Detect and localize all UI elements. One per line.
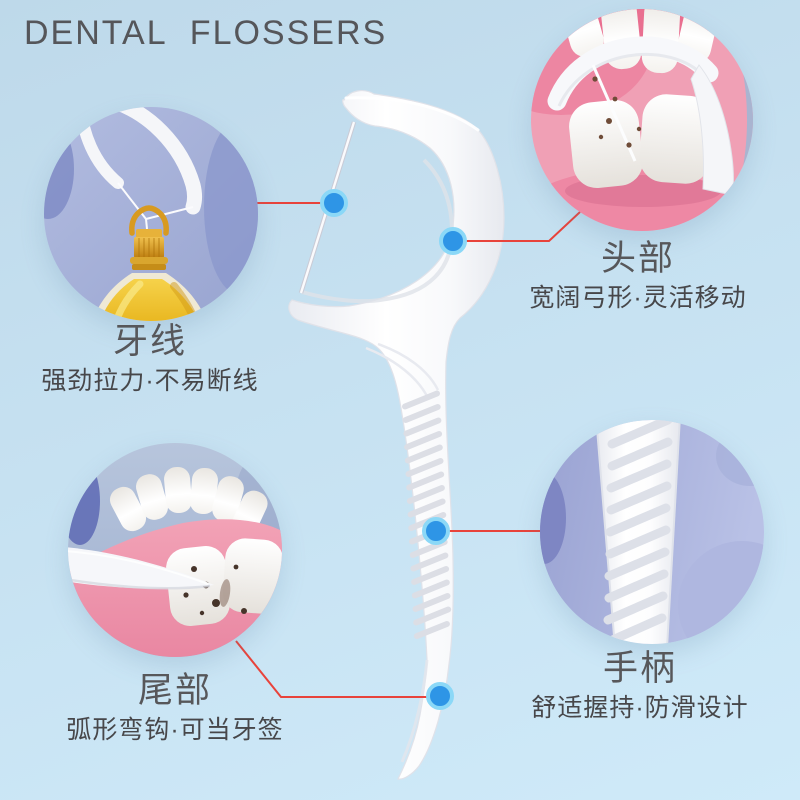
- callout-head: 头部 宽阔弓形·灵活移动: [512, 240, 764, 313]
- floss-pick-head: [547, 36, 734, 196]
- handle-grooves: [402, 390, 452, 639]
- bubble-floss-photo: [44, 107, 258, 321]
- bubble-head-photo: [531, 9, 753, 231]
- front-teeth: [109, 466, 268, 536]
- photo-background-shade: [540, 472, 566, 564]
- callout-handle-desc: 舒适握持·防滑设计: [531, 694, 749, 722]
- page-title: DENTAL FLOSSERS: [24, 14, 388, 52]
- floss-pick-body: [288, 90, 505, 780]
- marker-dot-floss: [320, 189, 348, 217]
- pick-tail-tip: [68, 547, 214, 590]
- plaque-dots: [592, 76, 642, 148]
- marker-dot-tail: [426, 682, 454, 710]
- callout-head-desc: 宽阔弓形·灵活移动: [529, 284, 747, 312]
- grip-grooves: [603, 420, 673, 644]
- marker-dot-head: [439, 227, 467, 255]
- connector-line-tail: [235, 640, 440, 698]
- callout-handle-label: 手柄: [602, 649, 677, 688]
- callout-tail-desc: 弧形弯钩·可当牙签: [66, 716, 284, 744]
- connector-line-head: [453, 211, 581, 242]
- callout-tail-label: 尾部: [137, 671, 212, 710]
- callout-tail: 尾部 弧形弯钩·可当牙签: [47, 672, 303, 745]
- callout-floss-label: 牙线: [112, 322, 187, 361]
- callout-head-label: 头部: [600, 239, 675, 278]
- bubble-tail-photo: [68, 443, 282, 657]
- handle-band: [595, 420, 681, 644]
- callout-handle: 手柄 舒适握持·防滑设计: [512, 650, 768, 723]
- oil-bottle: [92, 205, 206, 321]
- callout-floss: 牙线 强劲拉力·不易断线: [25, 323, 275, 396]
- callout-floss-desc: 强劲拉力·不易断线: [41, 367, 259, 395]
- bubble-handle-photo: [540, 420, 764, 644]
- marker-dot-handle: [422, 517, 450, 545]
- photo-background-shade: [204, 119, 258, 295]
- lower-molars: [569, 94, 713, 189]
